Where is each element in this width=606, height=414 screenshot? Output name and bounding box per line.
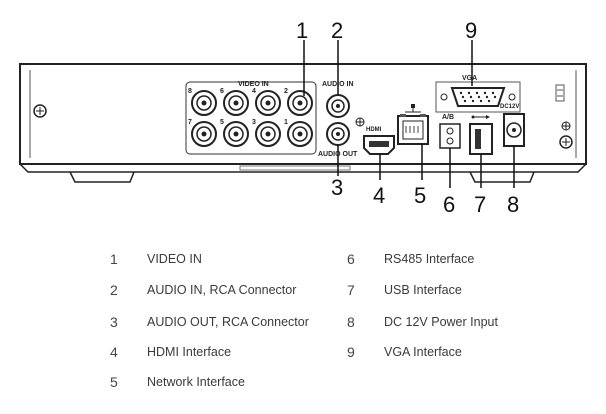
vga-port[interactable]: VGA [435, 75, 521, 113]
legend-text: AUDIO OUT, RCA Connector [147, 315, 309, 329]
bnc-channel-number: 5 [220, 119, 224, 126]
bnc-connector[interactable]: 7 [188, 119, 217, 147]
ground-icon [355, 117, 365, 127]
legend-text: VIDEO IN [147, 252, 202, 266]
usb-icon [471, 115, 490, 119]
bnc-channel-number: 4 [252, 88, 256, 95]
legend-text: RS485 Interface [384, 252, 475, 266]
legend-text: HDMI Interface [147, 345, 232, 359]
network-icon [405, 104, 421, 113]
dc-power-port[interactable]: DC12V [500, 104, 525, 147]
callout-lines [303, 40, 515, 188]
legend-text: AUDIO IN, RCA Connector [147, 283, 297, 297]
bnc-connector[interactable]: 2 [284, 88, 313, 116]
legend-number: 3 [110, 314, 118, 330]
callout-number: 7 [474, 192, 486, 217]
network-port[interactable] [397, 104, 429, 145]
legend-number: 1 [110, 251, 118, 267]
legend-number: 7 [347, 282, 355, 298]
callout-number: 1 [296, 18, 308, 43]
video-in-connectors[interactable]: VIDEO IN 8 6 4 2 7 5 3 1 [185, 81, 317, 155]
legend-number: 4 [110, 344, 118, 360]
bnc-channel-number: 3 [252, 119, 256, 126]
legend-number: 9 [347, 344, 355, 360]
bnc-channel-number: 7 [188, 119, 192, 126]
video-in-panel-label: VIDEO IN [238, 81, 269, 88]
callout-number: 4 [373, 183, 385, 208]
bnc-connector[interactable]: 8 [188, 88, 217, 116]
callout-number: 6 [443, 192, 455, 217]
bnc-channel-number: 6 [220, 88, 224, 95]
ground-icon [561, 121, 571, 131]
callout-number: 2 [331, 18, 343, 43]
legend-text: VGA Interface [384, 345, 462, 359]
legend-text: DC 12V Power Input [384, 315, 498, 329]
legend-number: 5 [110, 374, 118, 390]
hdmi-panel-label: HDMI [366, 127, 382, 133]
bnc-channel-number: 1 [284, 119, 288, 126]
bnc-connector[interactable]: 6 [220, 88, 249, 116]
screw-icon [33, 104, 47, 118]
bnc-connector[interactable]: 5 [220, 119, 249, 147]
vent-slot [555, 84, 565, 102]
bnc-connector[interactable]: 3 [252, 119, 281, 147]
hdmi-port[interactable]: HDMI [363, 127, 395, 155]
screw-icon [559, 135, 573, 149]
legend-number: 8 [347, 314, 355, 330]
bnc-channel-number: 8 [188, 88, 192, 95]
legend-text: Network Interface [147, 375, 245, 389]
callout-number: 8 [507, 192, 519, 217]
vga-panel-label: VGA [462, 75, 477, 82]
callout-number: 9 [465, 18, 477, 43]
bnc-connector[interactable]: 1 [284, 119, 313, 147]
legend-number: 2 [110, 282, 118, 298]
callout-number: 3 [331, 175, 343, 200]
power-panel-label: DC12V [500, 104, 519, 110]
legend-number: 6 [347, 251, 355, 267]
callout-numbers: 1 2 3 4 5 6 7 8 9 [296, 18, 519, 217]
bnc-channel-number: 2 [284, 88, 288, 95]
callout-number: 5 [414, 183, 426, 208]
bnc-connector[interactable]: 4 [252, 88, 281, 116]
legend-text: USB Interface [384, 283, 462, 297]
rs485-panel-label: A/B [442, 114, 454, 121]
